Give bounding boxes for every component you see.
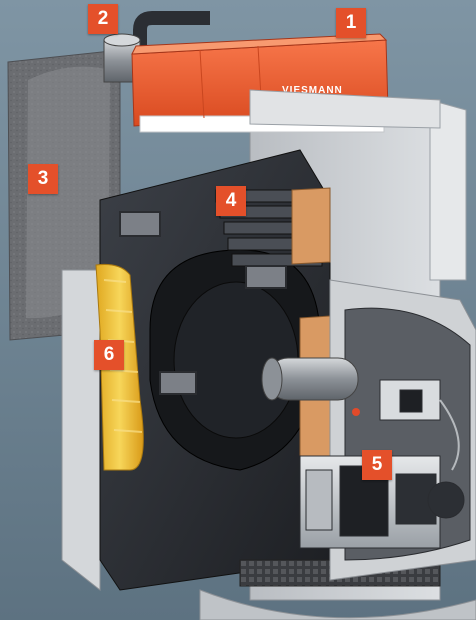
brand-logo-text: VIESMANN <box>282 85 343 96</box>
callout-2: 2 <box>88 4 118 34</box>
callout-1: 1 <box>336 8 366 38</box>
flue-passages <box>119 211 287 395</box>
callout-6: 6 <box>94 340 124 370</box>
burner-tube <box>261 357 359 401</box>
callout-4: 4 <box>216 186 246 216</box>
fire-brick-lining <box>291 187 331 265</box>
callout-5: 5 <box>362 450 392 480</box>
callout-3: 3 <box>28 164 58 194</box>
burner-unit <box>299 379 465 549</box>
